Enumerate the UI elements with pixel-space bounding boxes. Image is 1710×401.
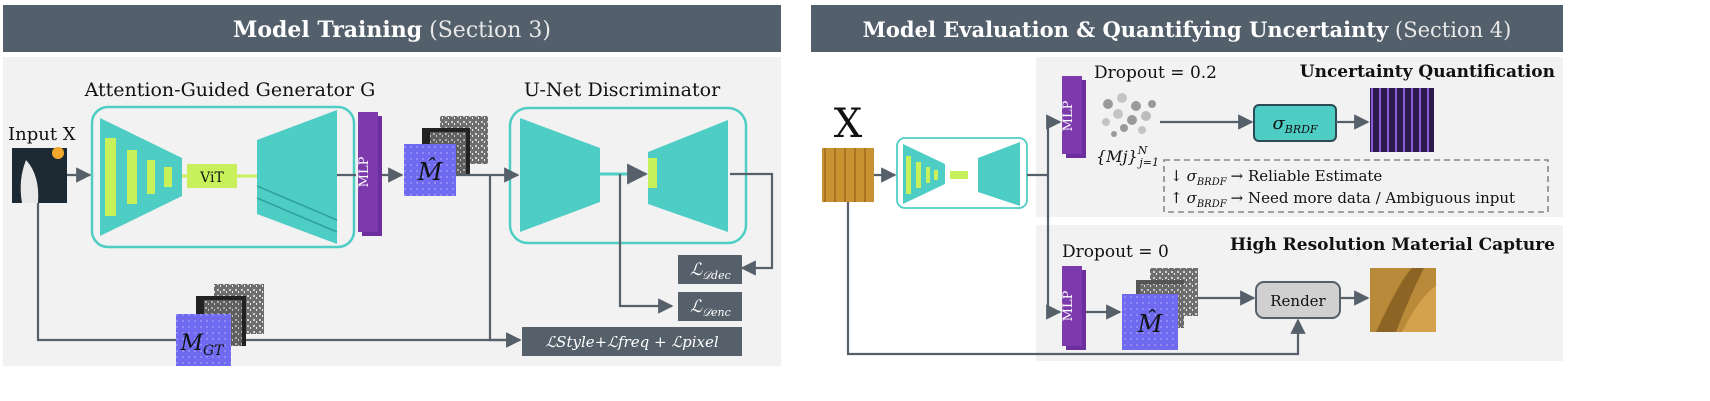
- uncertainty-map: [1370, 88, 1434, 152]
- training-header-bold: Model Training: [233, 17, 422, 43]
- uncertainty-note-box: [1163, 159, 1549, 213]
- training-panel: Model Training (Section 3) Attention-Gui…: [3, 5, 781, 366]
- mlp-label: MLP: [357, 156, 372, 187]
- generator-decoder: [257, 110, 337, 244]
- training-arrows: [36, 167, 774, 348]
- vit-label: ViT: [199, 170, 224, 186]
- loss-discriminator-encoder: ℒ𝒟enc: [678, 292, 742, 321]
- discriminator-bottleneck: [648, 158, 657, 188]
- svg-text:ℒ𝒟enc: ℒ𝒟enc: [690, 297, 731, 319]
- discriminator-label: U-Net Discriminator: [524, 79, 721, 101]
- discriminator-encoder: [520, 118, 600, 232]
- eval-generator: [896, 137, 1028, 209]
- dropout-high-label: Dropout = 0.2: [1094, 63, 1217, 83]
- evaluation-header: [811, 5, 1563, 52]
- note-ambiguous-line: ↑σBRDF→ Need more data / Ambiguous input: [1170, 189, 1515, 210]
- ground-truth-maps-stack: MGT: [176, 284, 264, 366]
- generator-box: [90, 105, 356, 249]
- discriminator-decoder: [648, 120, 728, 232]
- eval-predicted-maps-stack: M̂: [1122, 268, 1198, 350]
- svg-text:MLP: MLP: [1061, 100, 1076, 131]
- highres-title: High Resolution Material Capture: [1230, 235, 1555, 255]
- render-label: Render: [1270, 292, 1326, 310]
- decoder-layer-line: [256, 197, 338, 233]
- sigma-brdf-label: σBRDF: [1272, 113, 1317, 136]
- eval-mlp-bottom: MLP: [1061, 266, 1086, 350]
- training-header-title: Model Training (Section 3): [233, 17, 551, 43]
- loss-discriminator-decoder: ℒ𝒟dec: [678, 255, 742, 284]
- eval-input-x-label: X: [834, 101, 863, 147]
- input-x-label: Input X: [8, 124, 76, 145]
- svg-text:M̂: M̂: [1137, 310, 1164, 338]
- eval-input-image: [822, 148, 874, 202]
- render-box: [1255, 281, 1341, 319]
- uncertainty-title: Uncertainty Quantification: [1300, 62, 1555, 82]
- evaluation-header-title: Model Evaluation & Quantifying Uncertain…: [863, 17, 1512, 42]
- training-header-section: (Section 3): [429, 18, 551, 43]
- ground-truth-map-label: MGT: [179, 331, 225, 359]
- evaluation-panel: Model Evaluation & Quantifying Uncertain…: [811, 5, 1563, 366]
- vit-block: [187, 164, 237, 188]
- generator-encoder: [100, 118, 182, 236]
- note-reliable-line: ↓σBRDF→ Reliable Estimate: [1170, 167, 1382, 188]
- mlp-block: MLP: [357, 112, 382, 236]
- predicted-map-label: M̂: [417, 158, 444, 186]
- svg-text:ℒStyle+ℒfreq + ℒpixel: ℒStyle+ℒfreq + ℒpixel: [545, 333, 718, 351]
- sample-cloud: [1102, 93, 1156, 137]
- input-image: [12, 147, 67, 203]
- svg-text:MLP: MLP: [1061, 290, 1076, 321]
- predicted-maps-stack: M̂: [404, 116, 488, 196]
- rendered-material-image: [1370, 268, 1436, 332]
- training-header: [3, 5, 781, 52]
- generator-label: Attention-Guided Generator G: [84, 79, 376, 101]
- dropout-zero-label: Dropout = 0: [1062, 242, 1169, 262]
- loss-total: ℒStyle+ℒfreq + ℒpixel: [522, 327, 742, 356]
- eval-mlp-top: MLP: [1061, 76, 1086, 158]
- decoder-layer-line: [256, 185, 338, 221]
- evaluation-arrows: [846, 114, 1370, 356]
- encoder-feature-bars: [105, 138, 172, 216]
- svg-text:ℒ𝒟dec: ℒ𝒟dec: [690, 260, 731, 282]
